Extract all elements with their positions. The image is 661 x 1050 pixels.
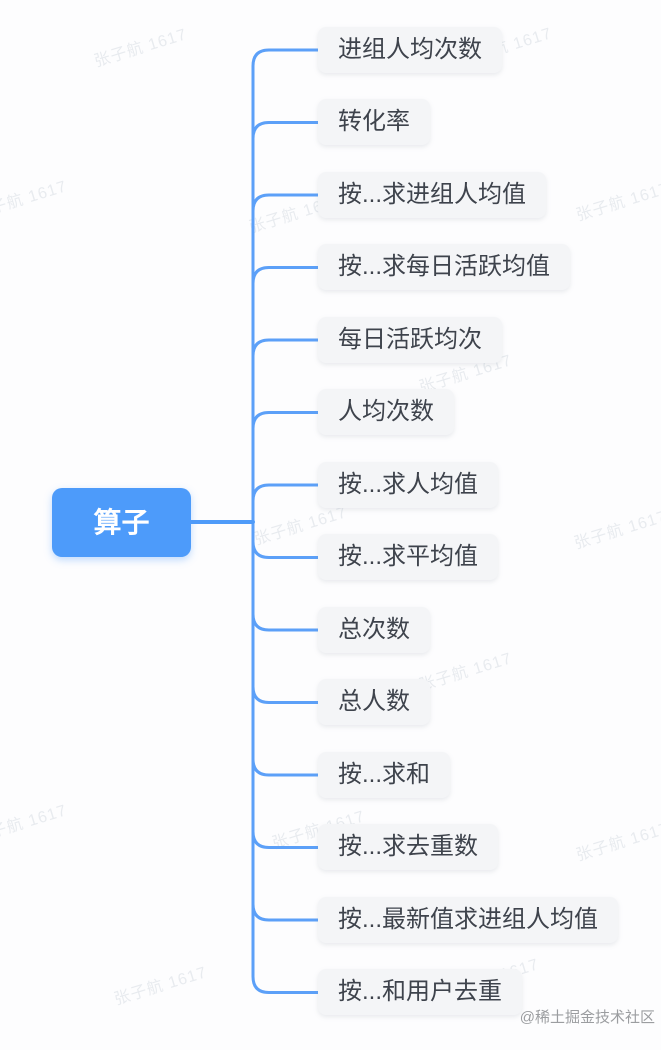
node-sum-and-user-dedup[interactable]: 按...和用户去重 <box>318 969 523 1015</box>
node-total-times[interactable]: 总次数 <box>318 607 430 653</box>
node-groupby-sum[interactable]: 按...求和 <box>318 752 451 798</box>
node-daily-active-avg-times[interactable]: 每日活跃均次 <box>318 317 502 363</box>
node-per-capita-times[interactable]: 人均次数 <box>318 389 454 435</box>
node-conversion-rate[interactable]: 转化率 <box>318 99 430 145</box>
node-groupby-per-capita-avg[interactable]: 按...求人均值 <box>318 462 499 508</box>
node-groupby-mean[interactable]: 按...求平均值 <box>318 534 499 580</box>
root-node-operator[interactable]: 算子 <box>52 488 191 557</box>
node-avg-times-per-joiner[interactable]: 进组人均次数 <box>318 27 502 73</box>
credit-watermark: @稀土掘金技术社区 <box>519 1009 655 1026</box>
branch-lines <box>251 48 320 994</box>
node-groupby-joiner-avg[interactable]: 按...求进组人均值 <box>318 172 547 218</box>
node-groupby-distinct-count[interactable]: 按...求去重数 <box>318 824 499 870</box>
node-latest-value-joiner-avg[interactable]: 按...最新值求进组人均值 <box>318 897 619 943</box>
node-groupby-daily-active-avg[interactable]: 按...求每日活跃均值 <box>318 244 571 290</box>
node-total-people[interactable]: 总人数 <box>318 679 430 725</box>
